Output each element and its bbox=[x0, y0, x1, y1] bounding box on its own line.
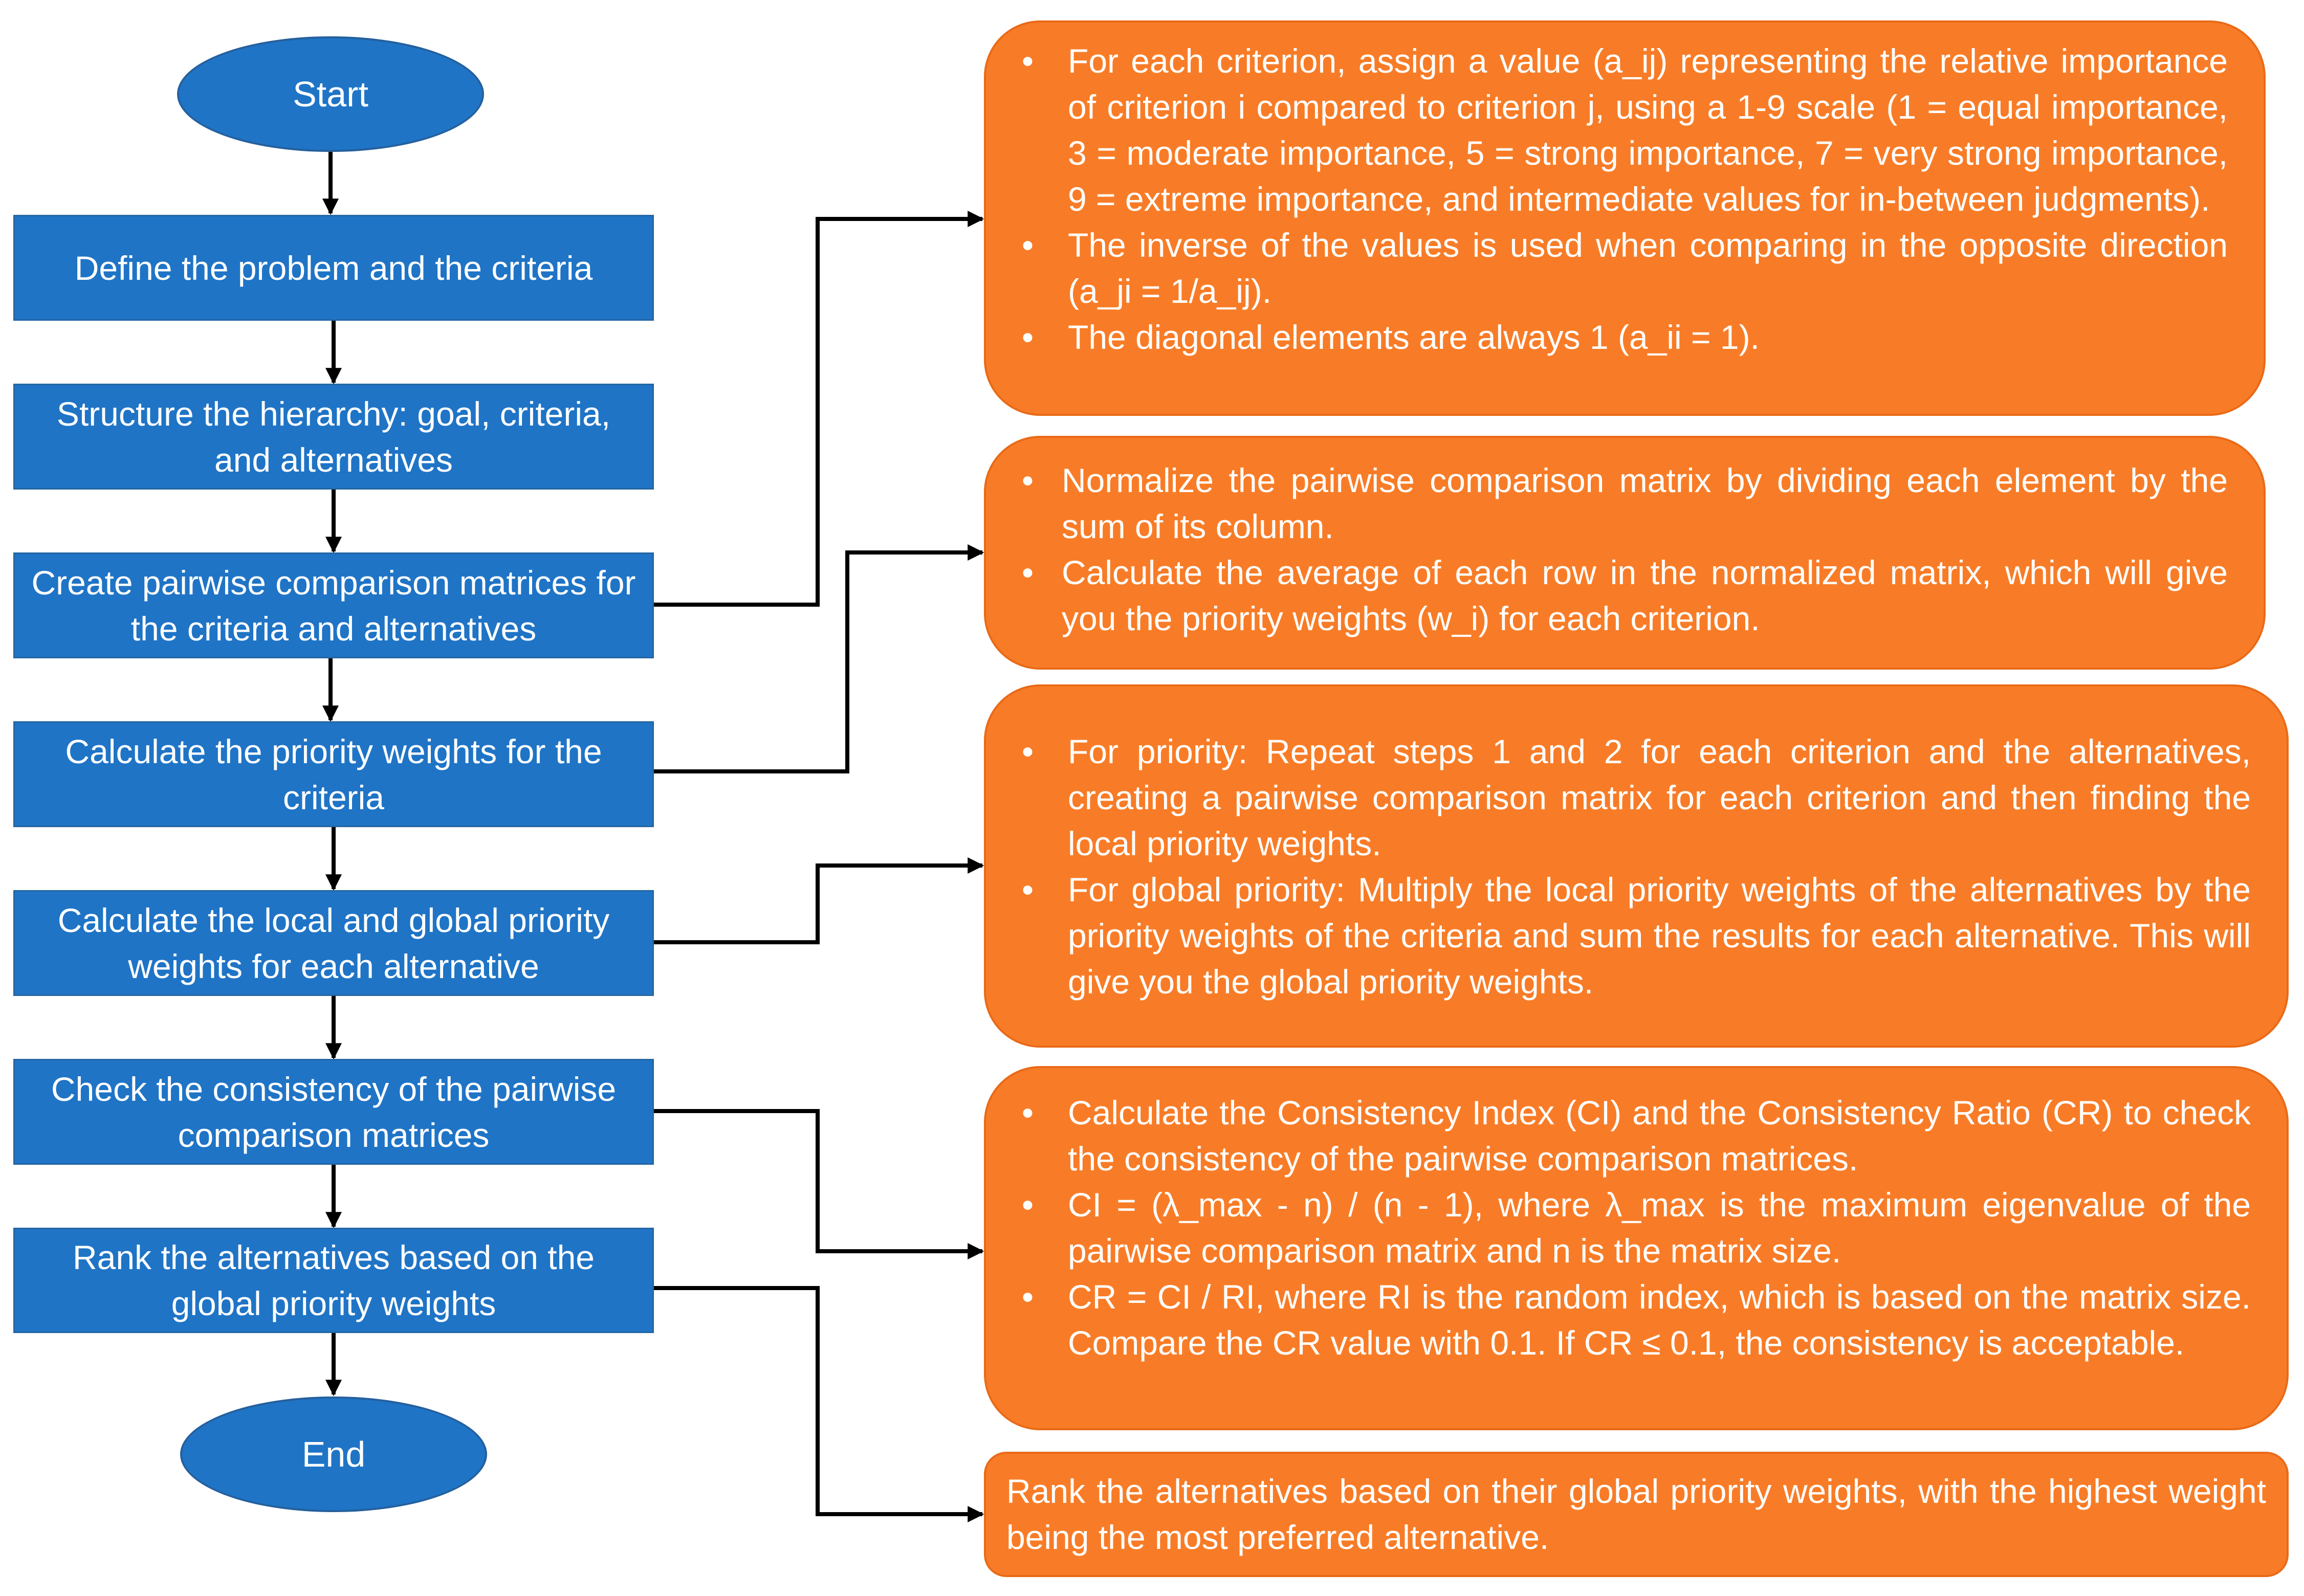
weights-note: Normalize the pairwise comparison matrix… bbox=[984, 436, 2266, 670]
note-bullet: CR = CI / RI, where RI is the random ind… bbox=[986, 1274, 2287, 1366]
note-bullet: Calculate the Consistency Index (CI) and… bbox=[986, 1090, 2287, 1182]
structure-hierarchy-step: Structure the hierarchy: goal, criteria,… bbox=[13, 384, 654, 490]
end-node: End bbox=[180, 1396, 487, 1512]
consistency-note: Calculate the Consistency Index (CI) and… bbox=[984, 1066, 2289, 1430]
define-problem-step: Define the problem and the criteria bbox=[13, 215, 654, 321]
note-bullet: For global priority: Multiply the local … bbox=[986, 867, 2287, 1005]
note-bullet: The inverse of the values is used when c… bbox=[986, 222, 2264, 314]
note-bullet: CI = (λ_max - n) / (n - 1), where λ_max … bbox=[986, 1182, 2287, 1274]
note-bullet: Normalize the pairwise comparison matrix… bbox=[986, 457, 2264, 549]
alternative-weights-step: Calculate the local and global priority … bbox=[13, 890, 654, 996]
local-global-note: For priority: Repeat steps 1 and 2 for e… bbox=[984, 684, 2289, 1048]
note-bullet: Calculate the average of each row in the… bbox=[986, 549, 2264, 641]
rank-alternatives-step: Rank the alternatives based on the globa… bbox=[13, 1228, 654, 1333]
link-calculate-to-weights-note bbox=[653, 544, 984, 773]
consistency-check-step: Check the consistency of the pairwise co… bbox=[13, 1059, 654, 1165]
link-rank-to-final-note bbox=[653, 1286, 984, 1522]
start-node: Start bbox=[177, 36, 484, 152]
link-local-to-global-note bbox=[653, 857, 984, 944]
note-bullet: The diagonal elements are always 1 (a_ii… bbox=[986, 314, 2264, 360]
pairwise-note: For each criterion, assign a value (a_ij… bbox=[984, 20, 2266, 416]
create-matrices-step: Create pairwise comparison matrices for … bbox=[13, 552, 654, 658]
link-create-to-pairwise-note bbox=[653, 211, 984, 607]
link-check-to-consistency-note bbox=[653, 1109, 984, 1259]
criteria-weights-step: Calculate the priority weights for the c… bbox=[13, 721, 654, 827]
rank-note-text: Rank the alternatives based on their glo… bbox=[1006, 1472, 2266, 1556]
note-bullet: For each criterion, assign a value (a_ij… bbox=[986, 38, 2264, 222]
rank-note: Rank the alternatives based on their glo… bbox=[984, 1452, 2289, 1577]
note-bullet: For priority: Repeat steps 1 and 2 for e… bbox=[986, 728, 2287, 867]
